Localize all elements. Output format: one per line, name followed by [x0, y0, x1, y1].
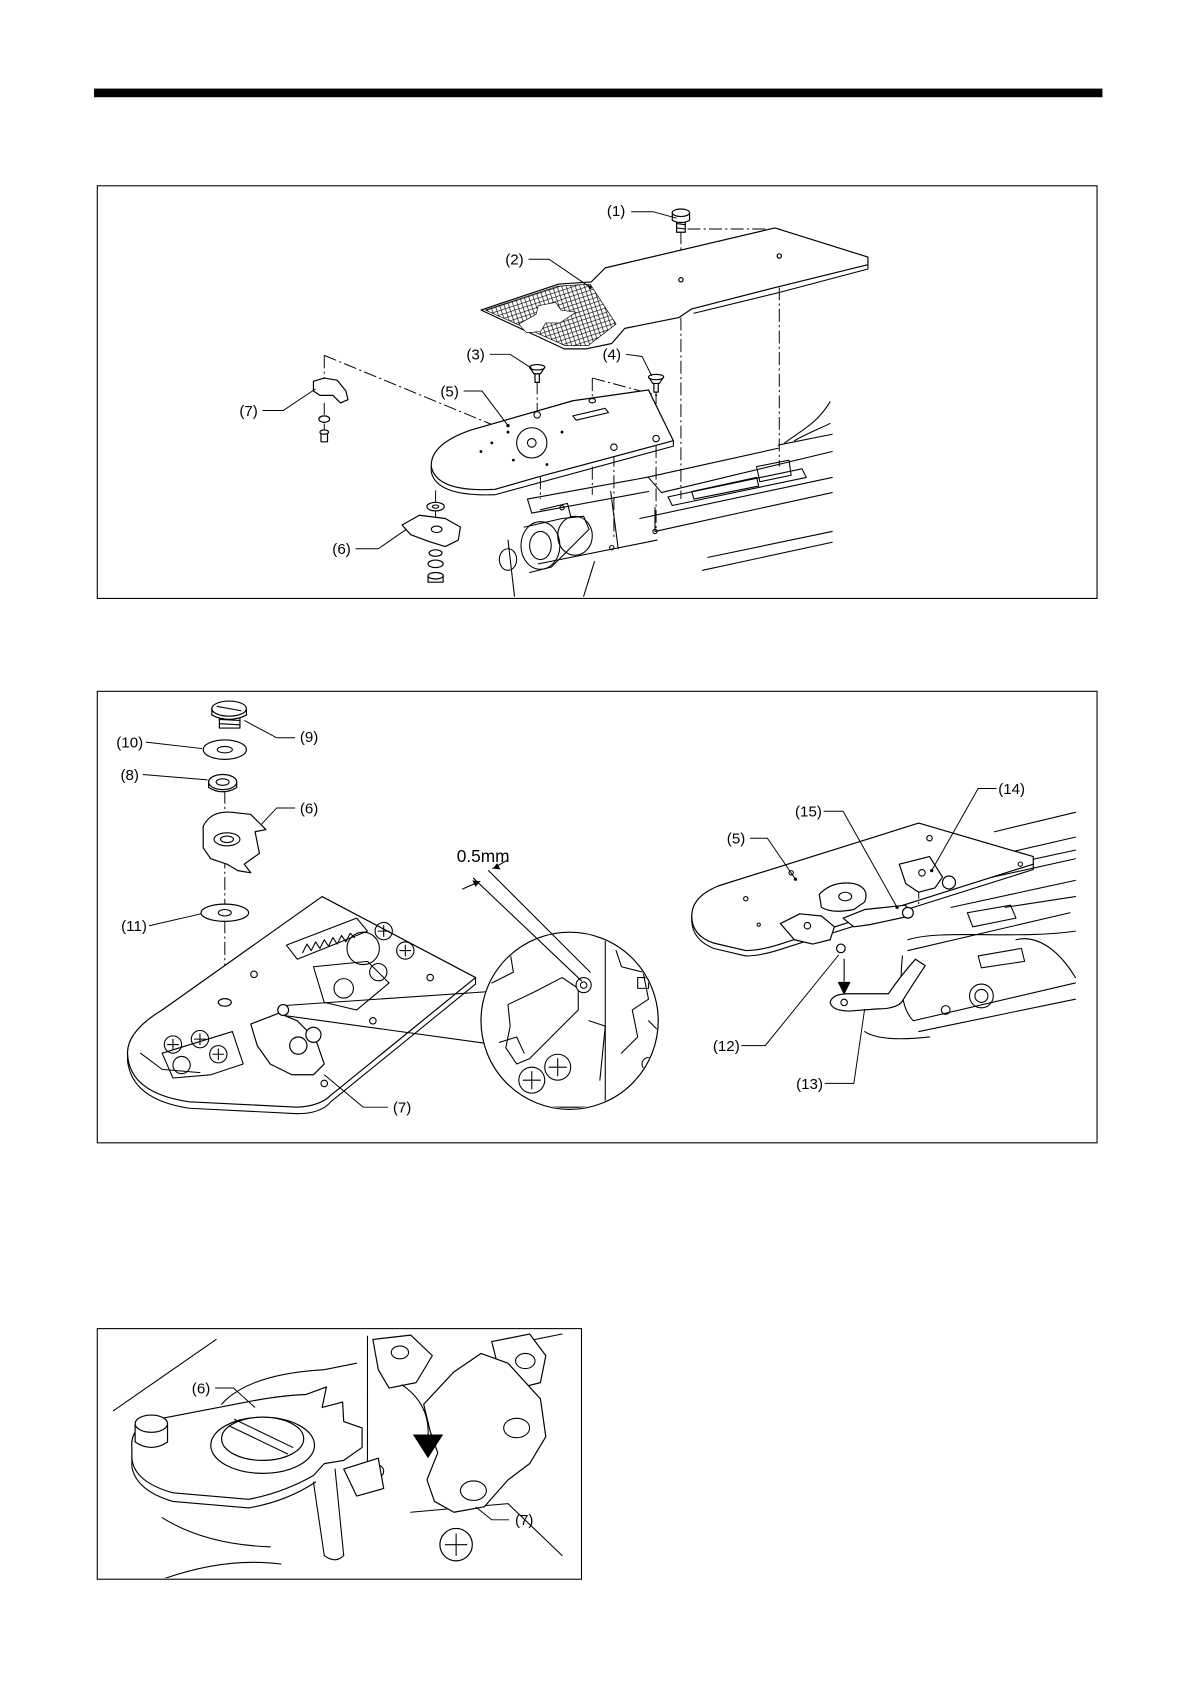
- label-15: (15): [795, 804, 822, 821]
- label-7: (7): [239, 403, 257, 420]
- label-11: (11): [121, 918, 147, 935]
- washer-8: [209, 774, 237, 791]
- label-14: (14): [998, 781, 1025, 798]
- label-6: (6): [300, 800, 318, 817]
- figure-1-exploded-view: (1) (2) (3) (4) (5) (7) (6): [97, 186, 1097, 599]
- label-5: (5): [727, 831, 745, 848]
- figure-1-frame: [97, 186, 1097, 599]
- part-7-lever: [313, 378, 348, 442]
- screw-4: [649, 374, 664, 392]
- label-7: (7): [393, 1100, 411, 1117]
- pin-12: [837, 944, 851, 995]
- screw-9: [212, 701, 247, 728]
- label-7: (7): [515, 1512, 533, 1529]
- part-6-thread-guide: [203, 812, 266, 873]
- screw-3: [530, 365, 545, 383]
- label-10: (10): [116, 734, 143, 751]
- label-6: (6): [332, 541, 350, 558]
- label-12: (12): [713, 1038, 740, 1055]
- needle-plate-assembly: [128, 897, 476, 1114]
- label-8: (8): [120, 767, 138, 784]
- cover-plate: [481, 228, 868, 349]
- down-arrow-icon: [838, 982, 851, 995]
- figure-3-threading-detail: (6) (7): [97, 1329, 581, 1588]
- washer-10: [203, 740, 246, 759]
- label-9: (9): [300, 729, 318, 746]
- part-7-main: [344, 1353, 546, 1560]
- label-2: (2): [505, 252, 523, 269]
- screw-1: [672, 209, 689, 232]
- label-4: (4): [603, 347, 621, 364]
- label-6: (6): [192, 1380, 210, 1397]
- figure-2-adjustment-view: 0.5mm: [97, 691, 1097, 1143]
- label-13: (13): [796, 1076, 823, 1093]
- part-6-thread-guide-closeup: [132, 1387, 362, 1508]
- dimension-label: 0.5mm: [457, 846, 510, 866]
- header-rule: [94, 89, 1102, 98]
- label-1: (1): [607, 203, 625, 220]
- label-5: (5): [440, 383, 458, 400]
- part-6-bracket: [402, 502, 460, 582]
- washer-11: [201, 904, 249, 921]
- label-3: (3): [466, 347, 484, 364]
